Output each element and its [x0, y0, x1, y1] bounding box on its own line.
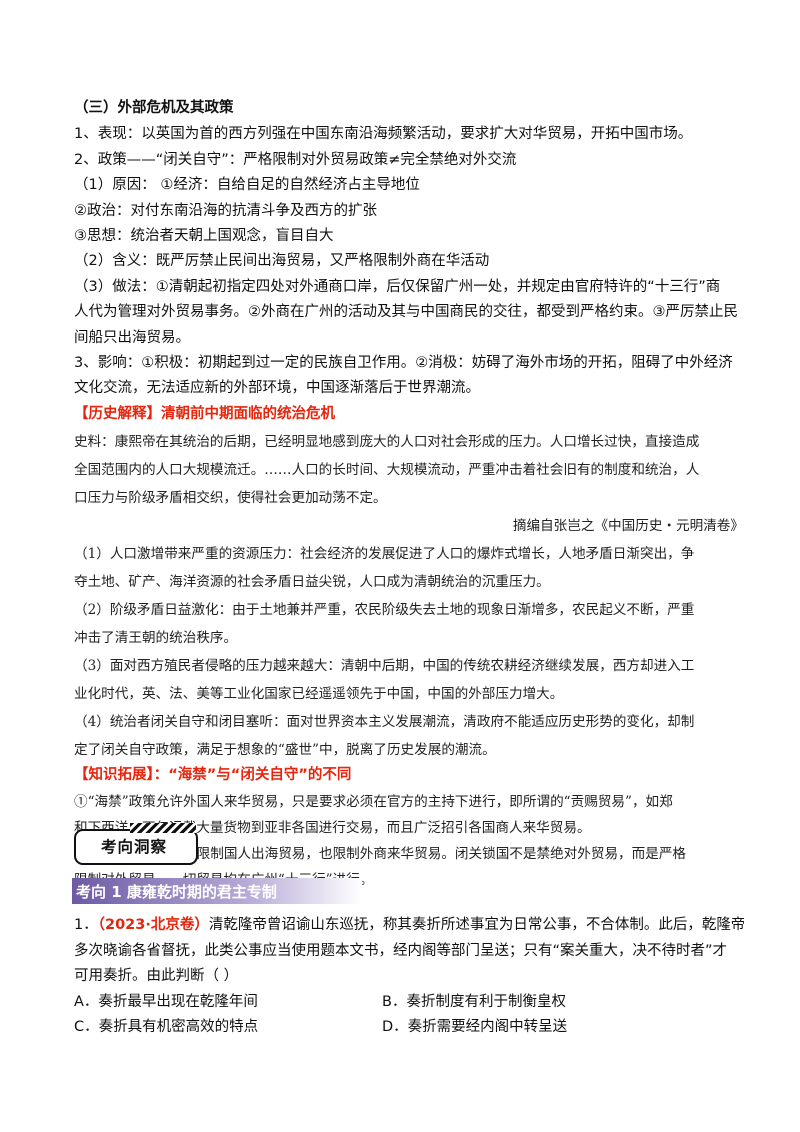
choice-d: D．奏折需要经内阁中转呈送: [382, 1019, 568, 1035]
text-line: （2）含义：既严厉禁止民间出海贸易，又严格限制外商在华活动: [74, 253, 490, 269]
analysis-line: 定了闭关自守政策，满足于想象的“盛世”中，脱离了历史发展的潮流。: [74, 742, 496, 758]
choice-b: B．奏折制度有利于制衡皇权: [382, 994, 566, 1010]
knowledge-extension-title: 【知识拓展】：“海禁”与“闭关自守”的不同: [74, 767, 352, 783]
badge-stripes: [130, 823, 196, 833]
section-badge: 考向洞察: [74, 823, 198, 865]
question-line: 多次晓谕各省督抚，此类公事应当使用题本文书，经内阁等部门呈送；只有“案关重大，决…: [74, 943, 728, 959]
text-line: 3、影响：①积极：初期起到过一定的民族自卫作用。②消极：妨碍了海外市场的开拓，阻…: [74, 355, 733, 371]
history-source: 摘编自张岂之《中国历史・元明清卷》: [512, 518, 744, 534]
analysis-line: （1）人口激增带来严重的资源压力：社会经济的发展促进了人口的爆炸式增长，人地矛盾…: [74, 546, 695, 562]
text-line: 2、政策——“闭关自守”：严格限制对外贸易政策≠完全禁绝对外交流: [74, 152, 517, 168]
question-text: 清乾隆帝曾诏谕山东巡抚，称其奏折所述事宜为日常公事，不合体制。此后，乾隆帝: [208, 917, 744, 933]
knowledge-line: ②“闭关自守”政策既限制国人出海贸易，也限制外商来华贸易。闭关锁国不是禁绝对外贸…: [74, 846, 687, 862]
history-text-line: 全国范围内的人口大规模流迁。……人口的长时间、大规模流动，严重冲击着社会旧有的制…: [74, 462, 700, 478]
knowledge-line: ①“海禁”政策允许外国人来华贸易，只是要求必须在官方的主持下进行，即所谓的“贡赐…: [74, 794, 673, 810]
choice-a: A．奏折最早出现在乾隆年间: [74, 994, 258, 1010]
text-line: 间船只出海贸易。: [74, 330, 190, 346]
badge-label: 考向洞察: [100, 838, 167, 856]
topic-heading-bar: [72, 878, 362, 904]
text-line: （3）做法：①清朝起初指定四处对外通商口岸，后仅保留广州一处，并规定由官府特许的…: [74, 279, 721, 295]
history-text-line: 史料：康熙帝在其统治的后期，已经明显地感到庞大的人口对社会形成的压力。人口增长过…: [74, 434, 700, 450]
text-line: 人代为管理对外贸易事务。②外商在广州的活动及其与中国商民的交往，都受到严格约束。…: [74, 304, 738, 320]
text-line: 文化交流，无法适应新的外部环境，中国逐渐落后于世界潮流。: [74, 380, 480, 396]
question-line: 可用奏折。由此判断（ ）: [74, 968, 239, 984]
analysis-line: （4）统治者闭关自守和闭目塞听：面对世界资本主义发展潮流，清政府不能适应历史形势…: [74, 714, 695, 730]
text-line: ③思想：统治者天朝上国观念，盲目自大: [74, 228, 334, 244]
topic-heading: 考向 1 康雍乾时期的君主专制: [76, 883, 277, 901]
text-line: 1、表现：以英国为首的西方列强在中国东南沿海频繁活动，要求扩大对华贸易，开拓中国…: [74, 126, 693, 142]
history-interpretation-title: 【历史解释】清朝前中期面临的统治危机: [74, 406, 335, 422]
question-source: （2023·北京卷）: [97, 917, 209, 933]
choice-c: C．奏折具有机密高效的特点: [74, 1019, 259, 1035]
analysis-line: （3）面对西方殖民者侵略的压力越来越大：清朝中后期，中国的传统农耕经济继续发展，…: [74, 658, 695, 674]
question-first-line: 1．（2023·北京卷）清乾隆帝曾诏谕山东巡抚，称其奏折所述事宜为日常公事，不合…: [74, 913, 744, 934]
section-title: （三）外部危机及其政策: [74, 100, 234, 116]
text-line: ②政治：对付东南沿海的抗清斗争及西方的扩张: [74, 203, 377, 219]
analysis-line: （2）阶级矛盾日益激化：由于土地兼并严重，农民阶级失去土地的现象日渐增多，农民起…: [74, 602, 695, 618]
history-text-line: 口压力与阶级矛盾相交织，使得社会更加动荡不定。: [74, 490, 387, 506]
analysis-line: 冲击了清王朝的统治秩序。: [74, 630, 238, 646]
analysis-line: 业化时代，英、法、美等工业化国家已经遥遥领先于中国，中国的外部压力增大。: [74, 686, 564, 702]
analysis-line: 夺土地、矿产、海洋资源的社会矛盾日益尖锐，人口成为清朝统治的沉重压力。: [74, 574, 550, 590]
knowledge-line: 和下西洋，不仅运载大量货物到亚非各国进行交易，而且广泛招引各国商人来华贸易。: [74, 820, 591, 836]
question-number: 1．: [74, 917, 98, 933]
text-line: （1）原因： ①经济：自给自足的自然经济占主导地位: [74, 177, 420, 193]
